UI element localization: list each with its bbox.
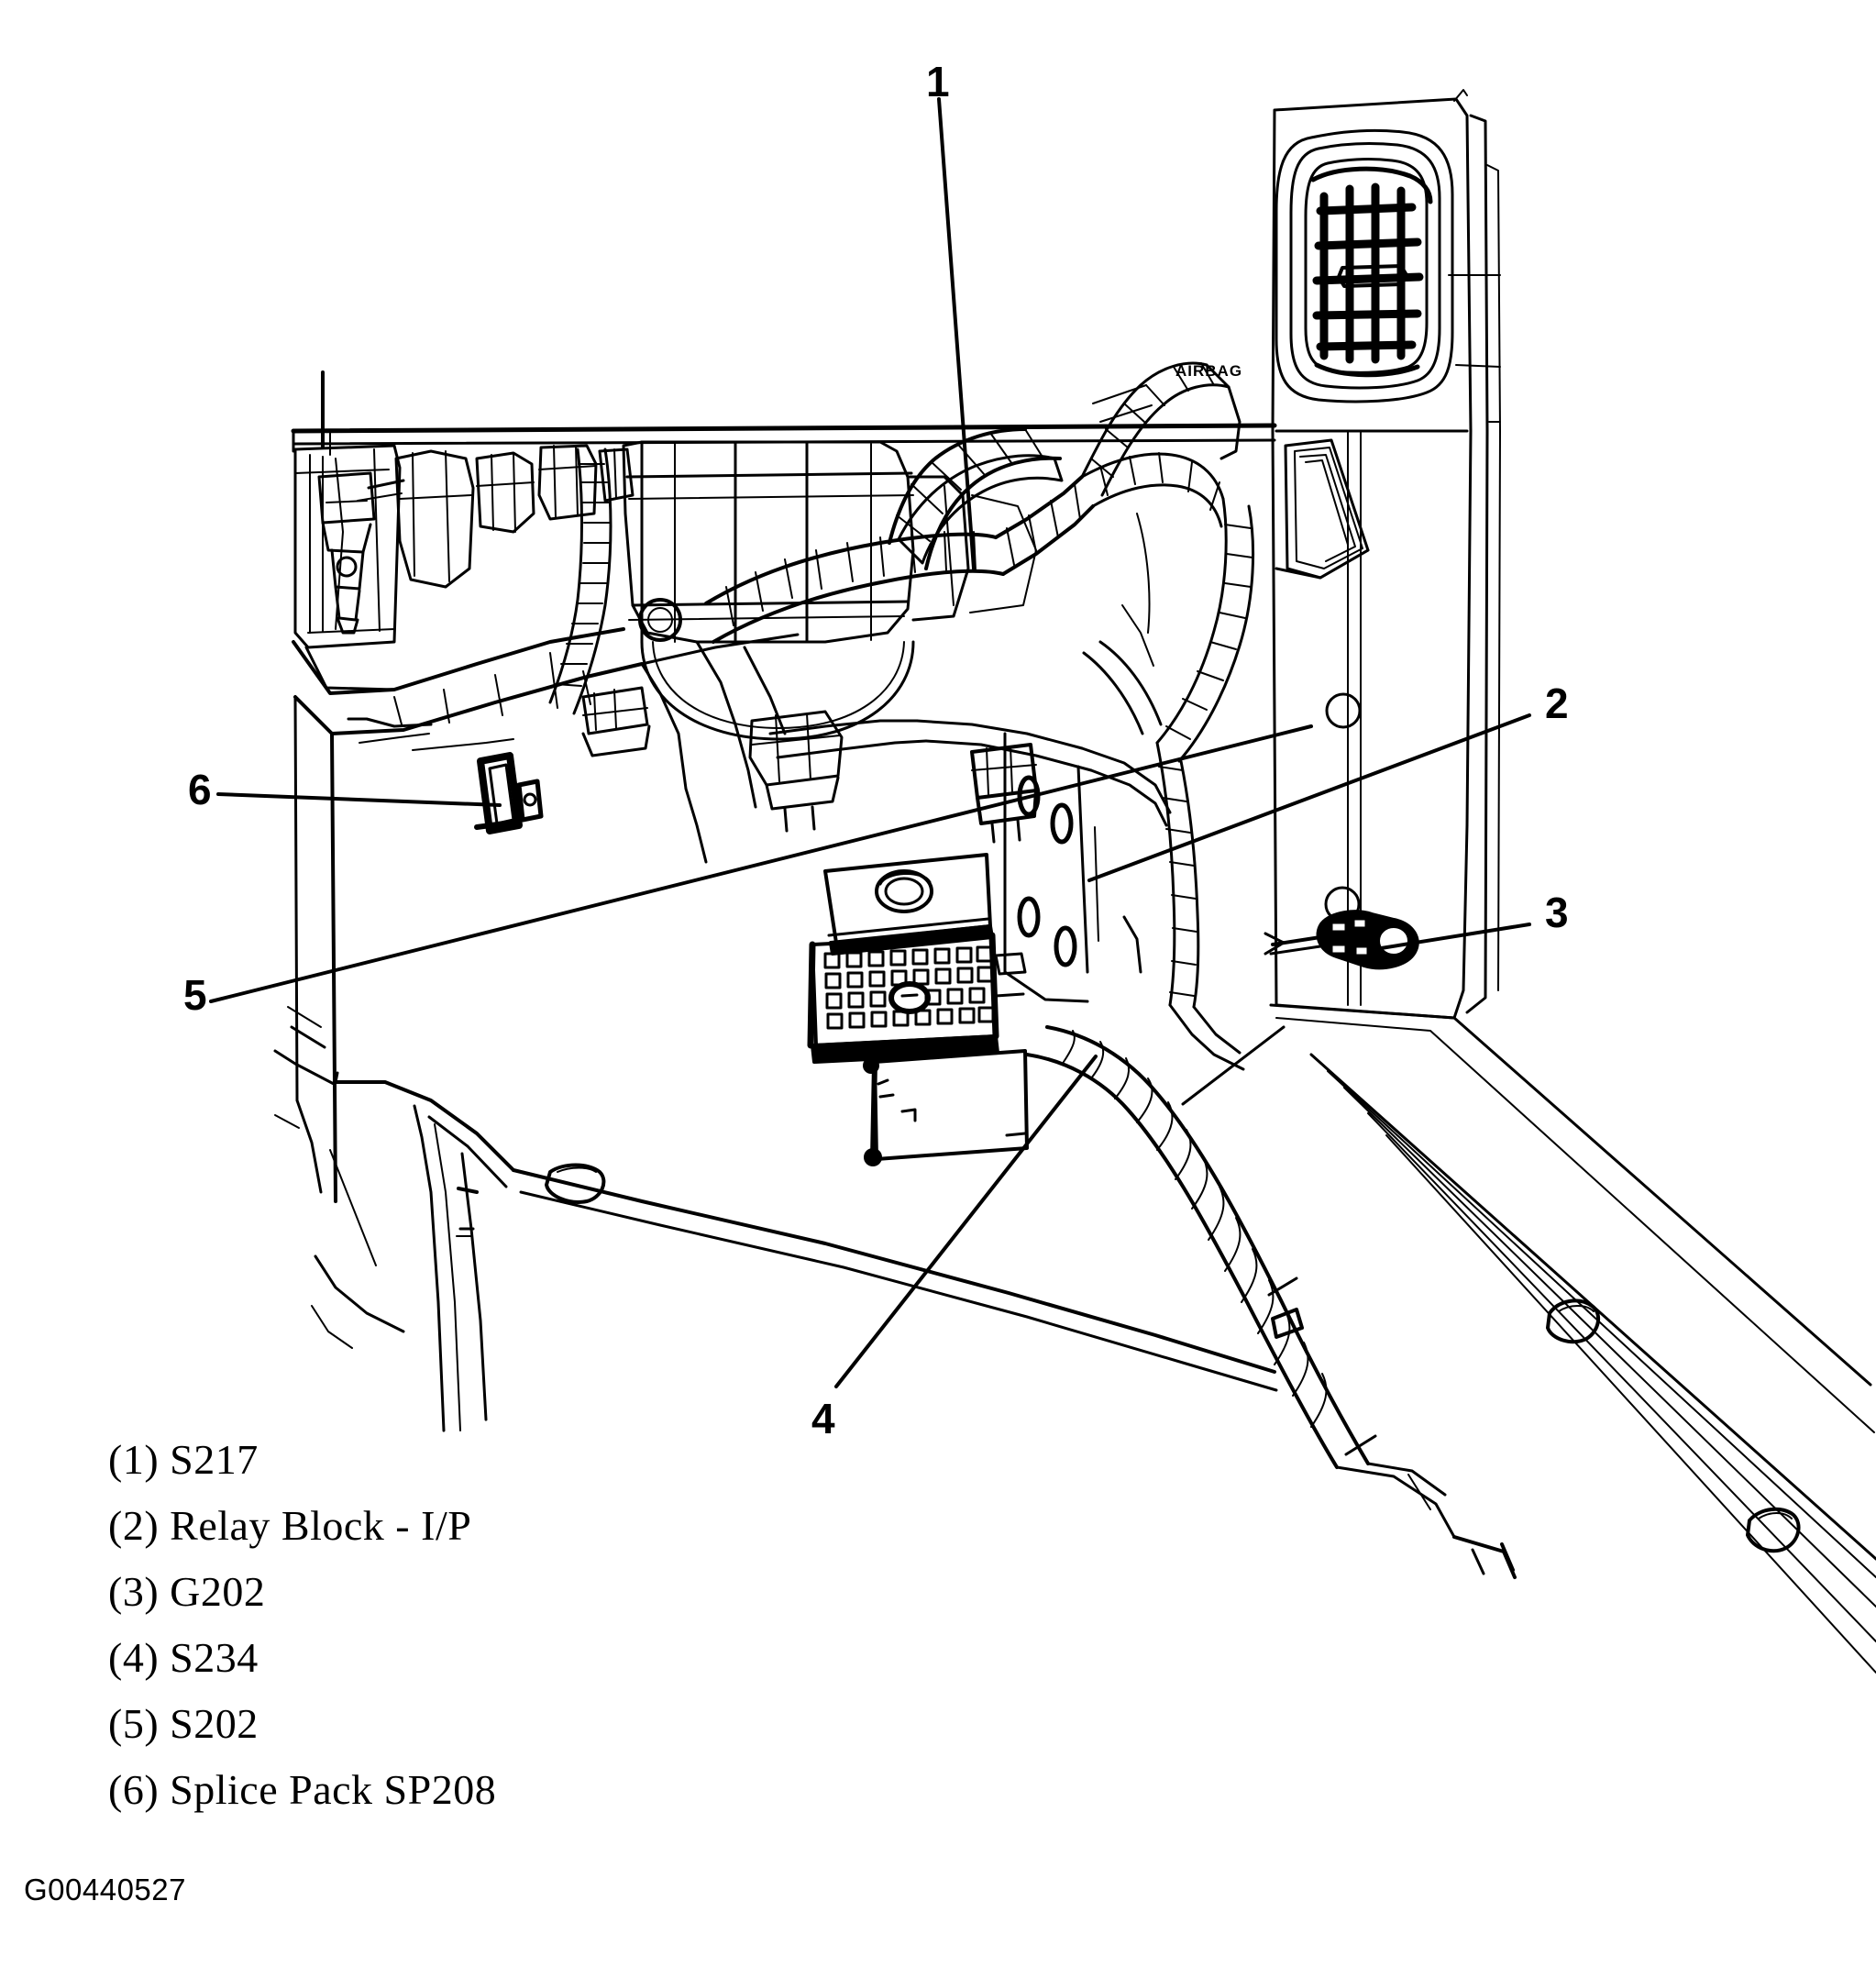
harness-to-rocker	[1025, 1025, 1517, 1579]
leader-2	[1087, 713, 1531, 882]
legend-item-6: (6) Splice Pack SP208	[108, 1766, 497, 1813]
leader-3	[1374, 923, 1531, 951]
callout-label-3: 3	[1545, 889, 1569, 936]
hvac-blower-housing	[622, 440, 1037, 741]
callout-label-4: 4	[811, 1395, 835, 1442]
callout-label-6: 6	[188, 766, 212, 813]
left-bracket-assembly	[317, 444, 635, 635]
midline-connectors	[474, 686, 1038, 844]
callout-label-1: 1	[926, 58, 950, 105]
callout-label-5: 5	[183, 971, 207, 1019]
right-side-wires	[1082, 513, 1245, 1071]
legend-item-1: (1) S217	[108, 1436, 259, 1483]
leader-6	[216, 792, 502, 807]
relay-block-ip	[807, 853, 1029, 1166]
main-harness-trunk	[704, 361, 1255, 763]
leader-4	[834, 1055, 1098, 1388]
figure-id-code: G00440527	[24, 1873, 186, 1906]
legend-item-3: (3) G202	[108, 1568, 266, 1615]
airbag-molded-text: AIRBAG	[1175, 362, 1243, 380]
legend-list: (1) S217 (2) Relay Block - I/P (3) G202 …	[108, 1427, 1025, 1823]
leader-1	[937, 97, 976, 570]
rocker-and-floor-panels	[1181, 1003, 1876, 1674]
dash-right-panel	[1271, 89, 1501, 1020]
legend-item-2: (2) Relay Block - I/P	[108, 1502, 472, 1549]
callout-leaders	[209, 97, 1531, 1388]
ground-point-g202	[1264, 910, 1419, 970]
legend-item-5: (5) S202	[108, 1700, 259, 1747]
callout-label-2: 2	[1545, 680, 1569, 727]
left-cowl-structure	[273, 627, 1278, 1432]
legend-item-4: (4) S234	[108, 1634, 259, 1681]
leader-5	[209, 724, 1313, 1003]
